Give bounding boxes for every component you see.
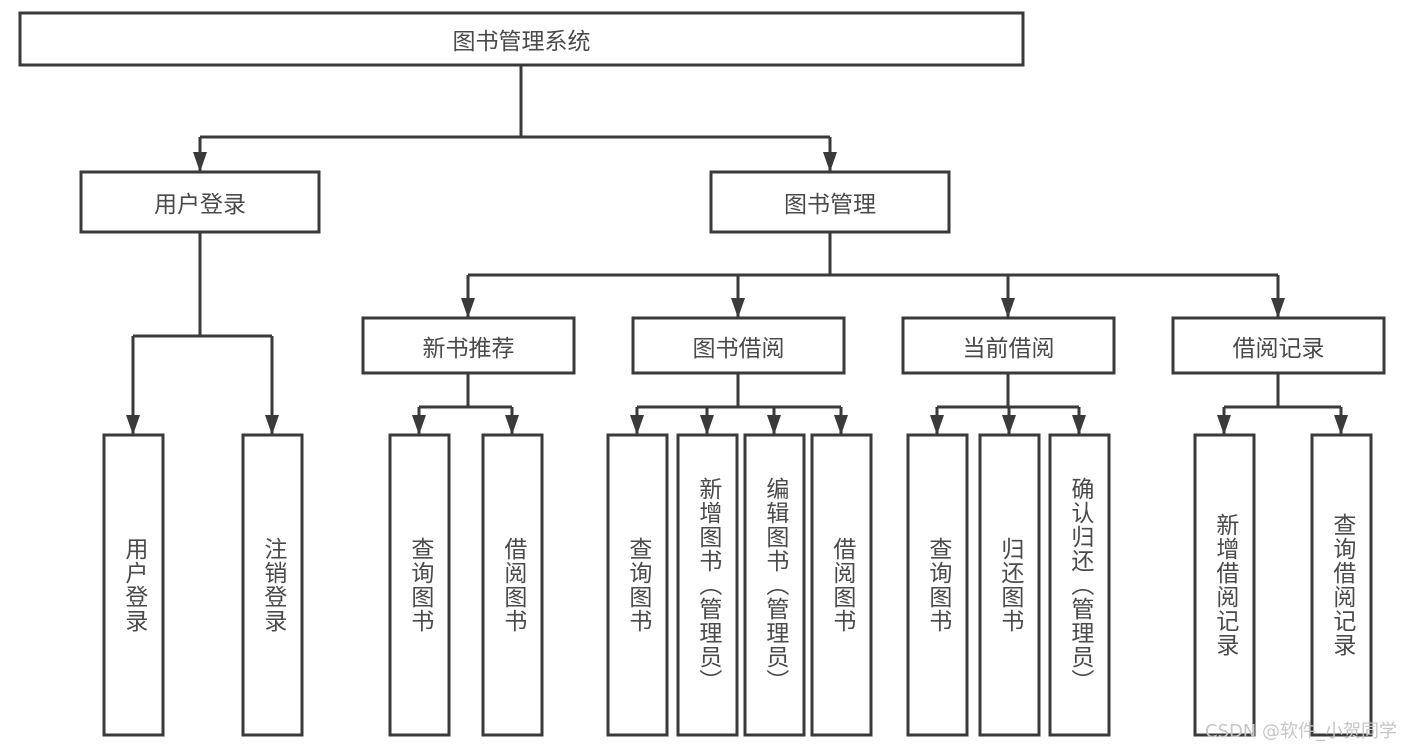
node-box-leaf-query-book-cur[interactable] bbox=[906, 433, 969, 737]
arrow-head-icon bbox=[731, 298, 745, 318]
arrow-head-icon bbox=[1001, 298, 1015, 318]
arrow-head-icon bbox=[1217, 415, 1231, 435]
node-box-leaf-query-book-borrow[interactable] bbox=[606, 433, 669, 737]
node-box-leaf-return-book[interactable] bbox=[978, 433, 1041, 737]
arrow-head-icon bbox=[823, 152, 837, 172]
node-box-leaf-query-record[interactable] bbox=[1310, 433, 1373, 737]
node-box-leaf-confirm-return[interactable] bbox=[1048, 433, 1111, 737]
node-box-leaf-query-book-rec[interactable] bbox=[388, 433, 451, 737]
node-box-current-borrow[interactable] bbox=[901, 316, 1116, 375]
arrow-head-icon bbox=[700, 415, 714, 435]
arrow-head-icon bbox=[265, 415, 279, 435]
arrow-head-icon bbox=[505, 415, 519, 435]
arrow-head-icon bbox=[1002, 415, 1016, 435]
arrow-head-icon bbox=[461, 298, 475, 318]
connectors-layer bbox=[126, 65, 1348, 435]
arrow-head-icon bbox=[834, 415, 848, 435]
arrow-head-icon bbox=[126, 415, 140, 435]
node-box-leaf-borrow-book-rec[interactable] bbox=[481, 433, 544, 737]
arrow-head-icon bbox=[1271, 298, 1285, 318]
arrow-head-icon bbox=[193, 152, 207, 172]
arrow-head-icon bbox=[1072, 415, 1086, 435]
node-box-leaf-add-record[interactable] bbox=[1193, 433, 1256, 737]
node-box-leaf-borrow-book[interactable] bbox=[810, 433, 873, 737]
arrow-head-icon bbox=[930, 415, 944, 435]
node-box-leaf-add-book[interactable] bbox=[676, 433, 739, 737]
node-box-user-login[interactable] bbox=[79, 170, 321, 234]
arrow-head-icon bbox=[1334, 415, 1348, 435]
node-box-root[interactable] bbox=[18, 11, 1025, 67]
arrow-head-icon bbox=[630, 415, 644, 435]
arrow-head-icon bbox=[412, 415, 426, 435]
node-box-new-book-recommend[interactable] bbox=[361, 316, 576, 375]
boxes-layer bbox=[18, 11, 1386, 737]
node-box-leaf-edit-book[interactable] bbox=[743, 433, 806, 737]
node-box-book-borrow[interactable] bbox=[631, 316, 846, 375]
node-box-borrow-record[interactable] bbox=[1171, 316, 1386, 375]
node-box-book-manage[interactable] bbox=[709, 170, 951, 234]
node-box-leaf-user-login[interactable] bbox=[102, 433, 165, 737]
node-box-leaf-logout[interactable] bbox=[241, 433, 304, 737]
arrow-head-icon bbox=[767, 415, 781, 435]
